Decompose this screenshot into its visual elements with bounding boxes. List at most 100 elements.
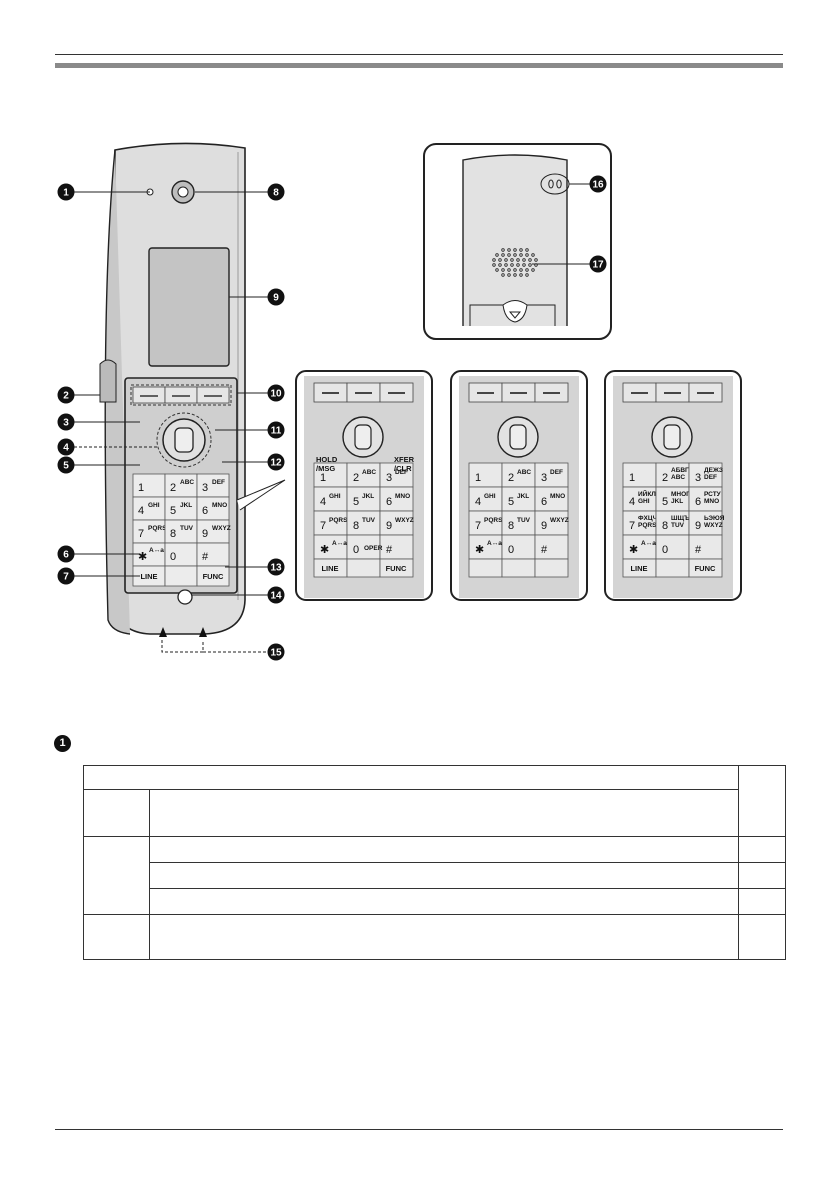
table-cell xyxy=(83,789,150,837)
charge-contact-left xyxy=(548,179,554,189)
func-key xyxy=(196,565,230,587)
dial-key xyxy=(468,534,503,560)
callout-number: 4 xyxy=(63,443,69,454)
key-digit: 8 xyxy=(508,520,514,532)
dial-key xyxy=(534,486,569,512)
key-letters: ABC xyxy=(362,469,376,476)
key-letters: GHI xyxy=(329,493,341,500)
key-digit: ✱ xyxy=(320,544,329,556)
key-digit: 5 xyxy=(353,496,359,508)
dial-key xyxy=(313,462,348,488)
key-letters: GHI xyxy=(484,493,496,500)
key-letters: JKL xyxy=(362,493,374,500)
key-letters: PQRS xyxy=(638,522,657,529)
header-rule xyxy=(55,54,783,55)
key-letters: MNO xyxy=(550,493,565,500)
callout-number: 6 xyxy=(63,550,69,561)
soft-key xyxy=(132,386,166,404)
key-letters: GHI xyxy=(148,502,160,509)
table-cell xyxy=(83,914,150,960)
key-digit: 3 xyxy=(541,472,547,484)
callout-6 xyxy=(57,545,75,563)
line-key-label: LINE xyxy=(140,572,157,581)
dial-key xyxy=(622,510,657,536)
key-digit: 2 xyxy=(170,482,176,494)
callout-15 xyxy=(267,643,285,661)
key-letters: GHI xyxy=(638,498,650,505)
dial-key xyxy=(313,486,348,512)
key-digit: 8 xyxy=(170,528,176,540)
callout-10 xyxy=(267,384,285,402)
func-key-label: FUNC xyxy=(386,564,407,573)
dial-key xyxy=(688,510,723,536)
callout-17 xyxy=(589,255,607,273)
callout-number: 15 xyxy=(270,648,282,659)
table-cell xyxy=(83,836,150,915)
key-digit: 7 xyxy=(138,528,144,540)
key-digit: 3 xyxy=(202,482,208,494)
key-digit: 5 xyxy=(508,496,514,508)
key-letters: TUV xyxy=(362,517,376,524)
callout-8 xyxy=(267,183,285,201)
xfer-label: /CLR xyxy=(394,464,412,473)
key-digit: 7 xyxy=(320,520,326,532)
charge-contact-right xyxy=(556,179,562,189)
key-digit: 9 xyxy=(202,528,208,540)
key-digit: 9 xyxy=(695,520,701,532)
dial-key xyxy=(534,534,569,560)
key-letters: WXYZ xyxy=(212,525,231,532)
key-letters: WXYZ xyxy=(395,517,414,524)
dial-key xyxy=(313,534,348,560)
dial-key xyxy=(655,462,690,488)
key-letters: ABC xyxy=(671,474,685,481)
dial-key xyxy=(688,486,723,512)
key-letters: JKL xyxy=(671,498,683,505)
callout-9 xyxy=(267,288,285,306)
callout-11 xyxy=(267,421,285,439)
key-digit: 5 xyxy=(170,505,176,517)
key-digit: # xyxy=(386,544,393,556)
key-digit: # xyxy=(541,544,548,556)
key-digit: 0 xyxy=(170,551,176,563)
callout-4 xyxy=(57,438,75,456)
key-letters: A↔a xyxy=(641,540,656,547)
dial-key xyxy=(688,534,723,560)
speaker xyxy=(492,248,538,277)
callout-12 xyxy=(267,453,285,471)
key-digit: 0 xyxy=(662,544,668,556)
handset-back xyxy=(462,154,568,326)
func-key-label: FUNC xyxy=(203,572,224,581)
key-digit: 3 xyxy=(386,472,392,484)
headset-jack xyxy=(99,359,117,403)
key-digit: ✱ xyxy=(138,551,147,563)
dial-key xyxy=(622,486,657,512)
dial-key xyxy=(379,486,414,512)
table-cell xyxy=(149,836,739,863)
key-digit: ✱ xyxy=(475,544,484,556)
key-digit: 4 xyxy=(475,496,481,508)
callout-number: 9 xyxy=(273,293,279,304)
callout-number: 17 xyxy=(592,260,604,271)
callout-14 xyxy=(267,586,285,604)
key-digit: ✱ xyxy=(629,544,638,556)
key-letters: WXYZ xyxy=(704,522,723,529)
footer-rule xyxy=(55,1129,783,1130)
dial-key xyxy=(468,486,503,512)
key-letters: WXYZ xyxy=(550,517,569,524)
key-letters: A↔a xyxy=(149,547,164,554)
key-digit: 2 xyxy=(508,472,514,484)
callout-number: 16 xyxy=(592,180,604,191)
key-letters: PQRS xyxy=(148,525,167,532)
key-digit: 3 xyxy=(695,472,701,484)
callout-7 xyxy=(57,567,75,585)
key-digit: 4 xyxy=(629,496,635,508)
dial-key xyxy=(468,510,503,536)
dial-key xyxy=(501,510,536,536)
key-letters: JKL xyxy=(517,493,529,500)
key-letters: TUV xyxy=(517,517,531,524)
key-letters: TUV xyxy=(671,522,685,529)
key-digit: 4 xyxy=(320,496,326,508)
